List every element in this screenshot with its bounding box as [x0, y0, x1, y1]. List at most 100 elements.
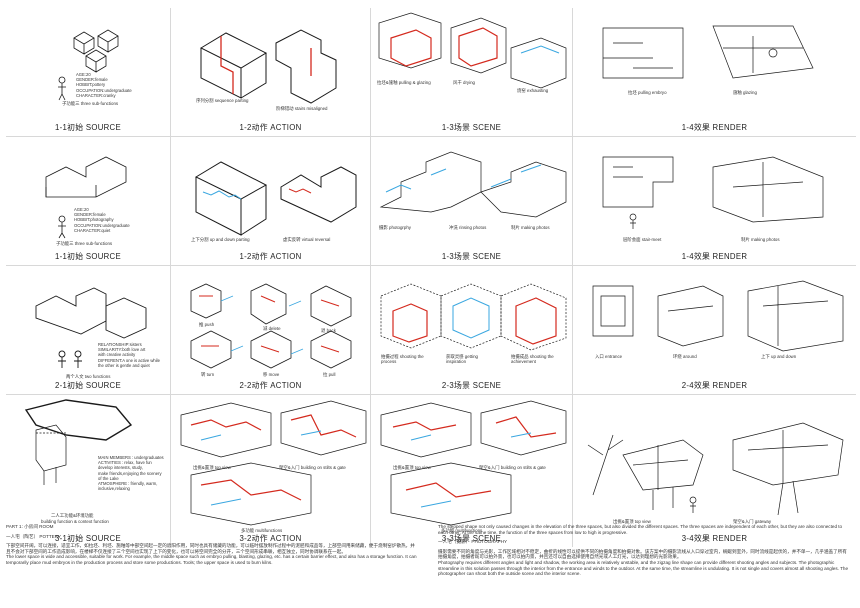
info-line: with creative activity: [98, 352, 136, 358]
info-line: CHARACTER:quiet: [74, 227, 111, 233]
profile-info: AGE:20 GENDER:female HOBBIT:pottery OCCU…: [76, 72, 132, 98]
label: 序列分割 sequence parting: [196, 98, 249, 103]
move-grid-r3-action: [190, 283, 352, 369]
label: 入口 entrance: [595, 354, 623, 359]
pottery-text-en: The lower space is wide and accessible, …: [6, 554, 417, 565]
profile-info: AGE:20 GENDER:female HOBBIT:photography …: [74, 207, 130, 233]
label: 环绕 around: [673, 354, 697, 359]
cell-1-2: 序列分割 sequence parting 阶梯错动 stairs misali…: [171, 8, 371, 137]
diagram-grid: AGE:20 GENDER:female HOBBIT:pottery OCCU…: [6, 8, 856, 547]
row-4: MAIN MEMBERS : undergraduates ACTIVITIES…: [6, 395, 856, 547]
label: 制片 making photos: [741, 237, 780, 242]
stair-sketch-r2-source: [45, 156, 127, 239]
label: 冲洗 rinsing photos: [449, 225, 487, 230]
label: 拍摄过程 shooting the process: [381, 354, 424, 365]
info-line: GENDER:female: [76, 77, 108, 83]
label: 施釉 glazing: [733, 90, 757, 95]
label: 多功能 multifunctions: [241, 528, 283, 533]
pottery-text-cn: 下部空间开阔，可以连接，适宜工作，如拉坯、利坯、施釉等中部空间起一定的遮阳作用，…: [6, 543, 415, 554]
label: 退 back: [321, 328, 336, 333]
box-sketch-r2-action: [194, 161, 357, 236]
label: 上下分割 up and down parting: [191, 237, 250, 242]
label: 拍摄成品 shooting the achievement: [511, 354, 554, 365]
cell-caption: 2-4效果 RENDER: [681, 381, 748, 390]
info-line: OCCUPATION:undergraduate: [74, 222, 130, 228]
cell-4-2: 出挑&置顶 top view 架空&入门 building on stilts …: [171, 395, 371, 547]
cell-caption: 1-2动作 ACTION: [239, 123, 302, 132]
cell-2-3: 摄影 photogrphy 冲洗 rinsing photos 制片 makin…: [371, 137, 573, 266]
info-line: make friends,enjoying the scenery: [98, 470, 162, 476]
cell-3-1: RELATIONSHIP:sisters SIMILARITY:both lov…: [6, 266, 171, 395]
label: 移 move: [263, 372, 280, 377]
info-line: develop interests, study,: [98, 465, 143, 471]
stilts-scene-r4: [380, 400, 567, 526]
label: 出挑&置顶 top view: [193, 465, 231, 470]
cell-3-3: 拍摄过程 shooting the process 获取灵感 getting i…: [371, 266, 573, 395]
info-line: RELATIONSHIP:sisters: [98, 342, 142, 347]
cell-caption: 1-4效果 RENDER: [681, 252, 748, 261]
cell-caption: 3-3场景 SCENE: [441, 534, 502, 543]
info-line: ATMOSPHERE : friendly, warm,: [98, 481, 158, 487]
render-sketch-r4: [587, 422, 844, 516]
info-line: of the Lake: [98, 475, 119, 481]
label: 子功能三 three sub-functions: [56, 241, 113, 246]
cell-caption: 3-2动作 ACTION: [239, 534, 302, 543]
label: 风干 drying: [453, 80, 475, 85]
label: 架空&入门 gateway: [733, 519, 772, 524]
label: 拉坯&施釉 pulling & glazing: [377, 80, 431, 85]
label: 两个人文 two functions: [66, 374, 111, 379]
cell-1-1: AGE:20 GENDER:female HOBBIT:pottery OCCU…: [6, 8, 171, 137]
label: 架空&入门 building on stilts & gate: [479, 465, 546, 470]
cell-caption: 3-1初始 SOURCE: [55, 534, 121, 543]
cell-1-4: 拉坯 pulling embryo 施釉 glazing 1-4效果 RENDE…: [573, 8, 856, 137]
cell-2-2: 上下分割 up and down parting 虚实反转 virtual re…: [171, 137, 371, 266]
plan-sketch-r4-source: [24, 399, 133, 485]
row-3: RELATIONSHIP:sisters SIMILARITY:both lov…: [6, 266, 856, 395]
stepped-shape-text: The stepped shape not only caused change…: [438, 524, 843, 535]
label: 转 turn: [201, 372, 215, 377]
render-sketch-r2: [602, 156, 824, 229]
info-line: MAIN MEMBERS : undergraduates: [98, 455, 164, 460]
scene-sketch-r2: [379, 151, 567, 218]
info-line: ACTIVITIES : relax, have fun: [98, 460, 152, 466]
cell-caption: 1-3场景 SCENE: [441, 123, 502, 132]
label: 子功能三 three sub-functions: [62, 101, 119, 106]
info-line: GENDER:female: [74, 212, 106, 218]
stilts-sketch-r4-action: [180, 400, 367, 526]
label: 二人工功能&环境功能: [51, 513, 94, 518]
label: 阶梯错动 stairs misaligned: [276, 106, 328, 111]
render-sketch-r3: [592, 280, 844, 352]
info-line: OCCUPATION:undergraduate: [76, 87, 132, 93]
part-title: PART 1: 小房间 ROOM: [6, 524, 54, 529]
label: 出挑&置顶 top view: [613, 519, 651, 524]
cell-3-2: 推 push 减 delete 退 back 转 turn 移 move 拉 p…: [171, 266, 371, 395]
scene-sketch-r1: [378, 12, 567, 89]
label: 拉坯 pulling embryo: [628, 90, 667, 95]
label: 拉 pull: [323, 372, 336, 377]
photography-text-en: Photography requires different angles an…: [438, 559, 849, 577]
label: 多功能 multifunctions: [441, 528, 483, 533]
info-line: SIMILARITY:both love art: [98, 347, 146, 353]
info-line: CHARACTER:cranky: [76, 92, 116, 98]
info-line: HOBBIT:pottery: [76, 82, 106, 88]
info-line: the other is gentle and quiet: [98, 362, 150, 368]
cube-sketch-r1-source: [58, 29, 119, 101]
label: 推 push: [199, 322, 215, 327]
info-line: DIFFERENT:A one is active while: [98, 357, 160, 363]
cell-caption: 1-1初始 SOURCE: [55, 123, 121, 132]
row-1: AGE:20 GENDER:female HOBBIT:pottery OCCU…: [6, 8, 856, 137]
cell-4-3: 出挑&置顶 top view 架空&入门 building on stilts …: [371, 395, 573, 547]
description-section: PART 1: 小房间 ROOM 一人宅（陶艺） POTTERY 下部空间开阔，…: [0, 524, 860, 608]
label: 虚实反转 virtual reversal: [283, 237, 331, 242]
label: 出挑&置顶 top view: [393, 465, 431, 470]
info-line: inclusive,relaxing: [98, 486, 130, 492]
render-sketch-r1: [602, 25, 814, 79]
cell-4-1: MAIN MEMBERS : undergraduates ACTIVITIES…: [6, 395, 171, 547]
info-line: AGE:20: [74, 207, 89, 212]
cell-caption: 2-2动作 ACTION: [239, 381, 302, 390]
cell-3-4: 入口 entrance 环绕 around 上下 up and down 2-4…: [573, 266, 856, 395]
label: 减 delete: [263, 326, 281, 331]
cell-caption: 1-1初始 SOURCE: [55, 252, 121, 261]
pottery-column: PART 1: 小房间 ROOM 一人宅（陶艺） POTTERY 下部空间开阔，…: [6, 524, 418, 566]
cell-2-4: 层阶会面 stair-meet 制片 making photos 1-4效果 R…: [573, 137, 856, 266]
